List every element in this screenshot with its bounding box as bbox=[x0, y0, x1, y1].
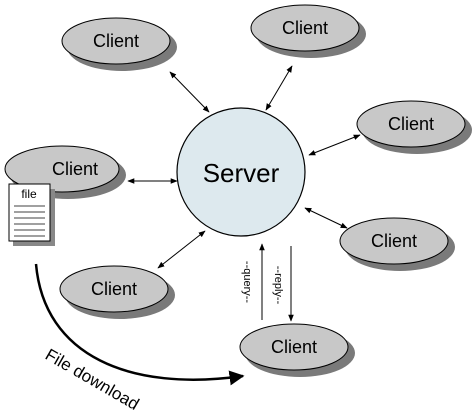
client-ellipse bbox=[239, 323, 349, 371]
client-ellipse bbox=[339, 217, 449, 265]
server-circle bbox=[176, 107, 306, 237]
client-label: Client bbox=[388, 114, 434, 134]
client-bottom: Client bbox=[239, 323, 355, 377]
file-text-lines bbox=[14, 205, 45, 237]
client-right-lower: Client bbox=[339, 217, 455, 271]
server-label: Server bbox=[203, 158, 280, 188]
client-label: Client bbox=[371, 231, 417, 251]
client-right-upper: Client bbox=[356, 100, 472, 154]
connection-arrows bbox=[127, 65, 361, 322]
arrow-server-right-upper bbox=[308, 134, 361, 156]
client-label: Client bbox=[93, 31, 139, 51]
client-ellipse bbox=[356, 100, 466, 148]
file-page bbox=[8, 183, 51, 242]
reply-label: --reply-- bbox=[272, 266, 284, 305]
client-ellipse bbox=[250, 4, 360, 52]
server-node: Server bbox=[176, 107, 306, 237]
arrow-server-top-right bbox=[265, 65, 293, 111]
query-label: --query-- bbox=[241, 261, 253, 304]
client-label: Client bbox=[282, 18, 328, 38]
client-ellipse bbox=[61, 17, 171, 65]
client-label: Client bbox=[52, 159, 98, 179]
client-ellipse bbox=[4, 145, 120, 193]
file-label: file bbox=[21, 187, 37, 201]
file-document: file bbox=[8, 183, 55, 246]
client-top-left: Client bbox=[61, 17, 177, 71]
client-ellipse bbox=[59, 265, 169, 313]
client-top-right: Client bbox=[250, 4, 366, 58]
client-label: Client bbox=[271, 337, 317, 357]
arrow-server-bottom-left bbox=[157, 230, 206, 269]
client-bottom-left: Client bbox=[59, 265, 175, 319]
arrow-server-right-lower bbox=[304, 207, 348, 229]
file-download-arrow bbox=[34, 263, 245, 386]
arrow-server-top-left bbox=[169, 71, 210, 113]
client-label: Client bbox=[91, 279, 137, 299]
